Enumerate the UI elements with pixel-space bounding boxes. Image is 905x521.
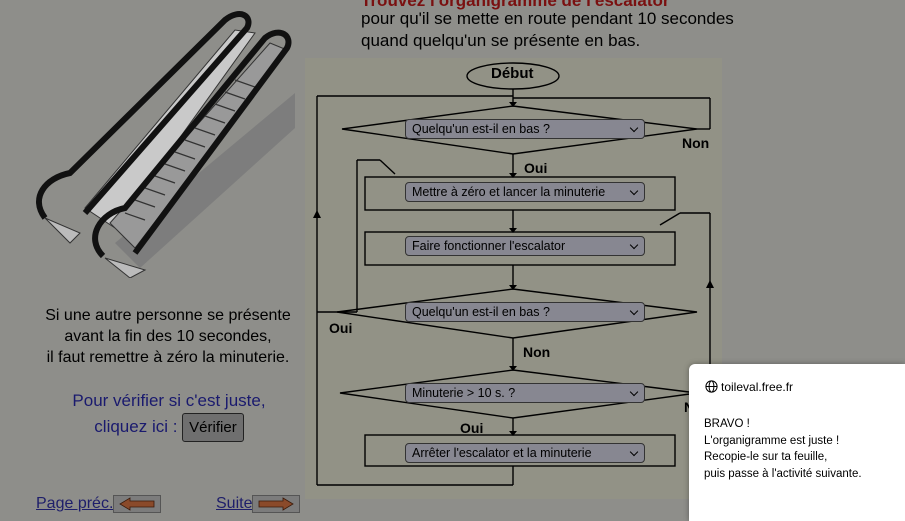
chevron-down-icon <box>629 306 639 316</box>
alert-dialog: toileval.free.fr BRAVO ! L'organigramme … <box>689 364 905 521</box>
select-step-2[interactable]: Mettre à zéro et lancer la minuterie <box>405 182 645 202</box>
next-page[interactable]: Suite <box>216 495 301 513</box>
select-step-4[interactable]: Quelqu'un est-il en bas ? <box>405 302 645 322</box>
label-oui-2: Oui <box>329 320 353 336</box>
left-arrow-icon[interactable] <box>113 495 162 513</box>
prev-page[interactable]: Page préc. <box>36 495 162 513</box>
rule-line-1: Si une autre personne se présente <box>45 307 291 324</box>
select-step-5-value: Minuterie > 10 s. ? <box>412 386 516 400</box>
label-non-2: Non <box>523 344 551 360</box>
next-page-link[interactable]: Suite <box>216 495 253 513</box>
dialog-line-2: L'organigramme est juste ! <box>704 434 840 447</box>
page-title: Trouvez l'organigramme de l'escalator <box>361 0 670 10</box>
chevron-down-icon <box>629 123 639 133</box>
select-step-6-value: Arrêter l'escalator et la minuterie <box>412 446 592 460</box>
rule-line-3: il faut remettre à zéro la minuterie. <box>46 349 290 366</box>
dialog-site: toileval.free.fr <box>721 380 794 394</box>
right-arrow-icon[interactable] <box>252 495 301 513</box>
chevron-down-icon <box>629 387 639 397</box>
select-step-6[interactable]: Arrêter l'escalator et la minuterie <box>405 443 645 463</box>
dialog-message: BRAVO ! L'organigramme est juste ! Recop… <box>704 416 862 482</box>
prev-page-link[interactable]: Page préc. <box>36 495 114 513</box>
verify-line-2: cliquez ici : Vérifier <box>40 413 298 442</box>
select-step-3-value: Faire fonctionner l'escalator <box>412 239 566 253</box>
select-step-4-value: Quelqu'un est-il en bas ? <box>412 305 550 319</box>
rule-text: Si une autre personne se présente avant … <box>18 305 318 368</box>
label-non-1: Non <box>682 135 710 151</box>
globe-icon <box>705 380 718 393</box>
select-step-1-value: Quelqu'un est-il en bas ? <box>412 122 550 136</box>
start-label: Début <box>491 65 534 82</box>
select-step-3[interactable]: Faire fonctionner l'escalator <box>405 236 645 256</box>
verify-prompt: cliquez ici : <box>94 416 178 436</box>
dialog-origin: toileval.free.fr <box>705 380 793 394</box>
rule-line-2: avant la fin des 10 secondes, <box>64 328 272 345</box>
instructions: pour qu'il se mette en route pendant 10 … <box>361 8 734 52</box>
select-step-5[interactable]: Minuterie > 10 s. ? <box>405 383 645 403</box>
dialog-line-1: BRAVO ! <box>704 418 750 430</box>
chevron-down-icon <box>629 186 639 196</box>
instructions-line-1: pour qu'il se mette en route pendant 10 … <box>361 9 734 28</box>
verify-button[interactable]: Vérifier <box>182 413 244 442</box>
select-step-2-value: Mettre à zéro et lancer la minuterie <box>412 185 606 199</box>
chevron-down-icon <box>629 447 639 457</box>
dialog-line-3: Recopie-le sur ta feuille, <box>704 451 828 463</box>
chevron-down-icon <box>629 240 639 250</box>
select-step-1[interactable]: Quelqu'un est-il en bas ? <box>405 119 645 139</box>
verify-line-1: Pour vérifier si c'est juste, <box>72 391 266 410</box>
flowchart: Début Quelqu'un est-il en bas ? Mettre à… <box>305 58 722 499</box>
label-oui-3: Oui <box>460 420 484 436</box>
instructions-line-2: quand quelqu'un se présente en bas. <box>361 31 641 50</box>
verify-section: Pour vérifier si c'est juste, cliquez ic… <box>40 388 298 442</box>
dialog-line-4: puis passe à l'activité suivante. <box>704 467 862 480</box>
label-oui-1: Oui <box>524 160 548 176</box>
escalator-image <box>36 11 295 278</box>
